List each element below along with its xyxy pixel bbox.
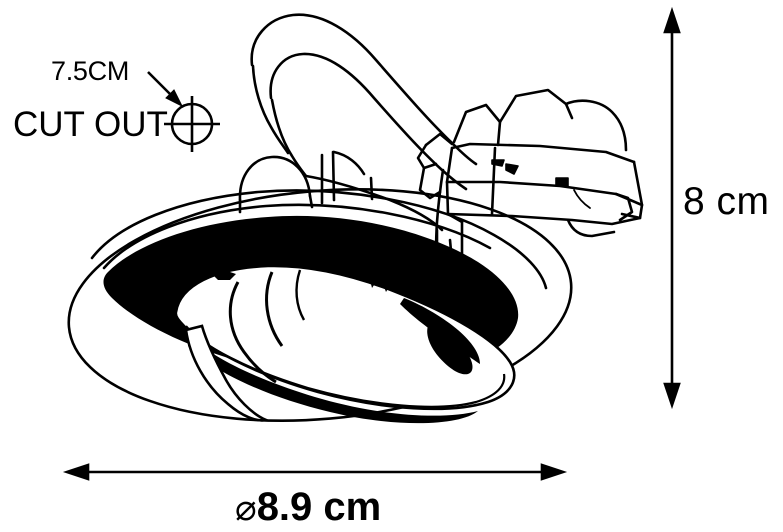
height-dim-arrowhead-bottom	[663, 382, 681, 410]
terminal-block-top-ridge	[498, 88, 574, 124]
diameter-dim-arrowhead-left	[62, 463, 90, 481]
terminal-block-bottom-edge	[446, 212, 642, 226]
spring-clip-left-leg	[251, 64, 290, 155]
height-dim-arrowhead-top	[663, 6, 681, 34]
cutout-pointer-arrow	[147, 71, 184, 108]
cutout-text-label: CUT OUT	[13, 105, 168, 144]
height-dimension-label: 8 cm	[683, 180, 770, 223]
gimbal-lower-left-curl	[184, 324, 271, 422]
gimbal-left-louvre-1	[228, 281, 277, 384]
gimbal-reflector-specular-blob	[427, 322, 473, 375]
terminal-block-front-lower-edge	[445, 180, 644, 207]
gimbal-lower-lip	[188, 336, 478, 424]
gimbal-left-louvre-3	[295, 269, 306, 321]
gimbal-top-speckle-left	[212, 270, 236, 280]
terminal-block-right-flange	[614, 192, 634, 222]
emboss-mark-2	[505, 163, 519, 175]
gimbal-left-louvre-2	[265, 271, 284, 347]
terminal-block-base-fold	[566, 218, 616, 238]
gimbal-rim-highlight	[185, 325, 506, 408]
terminal-block-vertical-seam	[490, 146, 497, 216]
terminal-block-right-face	[620, 160, 644, 220]
terminal-block-front-top-edge	[450, 142, 636, 164]
emboss-mark-4	[573, 189, 591, 209]
diameter-symbol: ⌀	[235, 487, 257, 528]
gimbal-reflector-group	[174, 264, 516, 424]
lamp-holder-dome	[238, 155, 312, 202]
emboss-mark-1	[491, 159, 505, 167]
gimbal-top-fringe	[368, 272, 486, 320]
diameter-dim-arrowhead-right	[540, 463, 568, 481]
cutout-pointer-arrowhead	[165, 89, 184, 108]
diameter-dimension-line	[62, 463, 568, 481]
diameter-dimension-label: ⌀8.9 cm	[235, 487, 381, 527]
cutout-size-label: 7.5CM	[51, 56, 130, 86]
terminal-block-top-left-face	[452, 103, 502, 147]
diameter-value: 8.9 cm	[256, 485, 382, 529]
trim-ring-flange	[90, 189, 548, 290]
crosshair-target-icon	[164, 96, 220, 152]
terminal-block-corner-bevel	[424, 132, 454, 147]
trim-ring-flange-inner	[102, 203, 492, 270]
terminal-block-top-right	[564, 99, 628, 152]
emboss-mark-3	[555, 177, 569, 187]
height-dimension-line	[663, 6, 681, 410]
body-rib-3	[332, 150, 366, 176]
terminal-block-left-tab	[416, 143, 438, 170]
